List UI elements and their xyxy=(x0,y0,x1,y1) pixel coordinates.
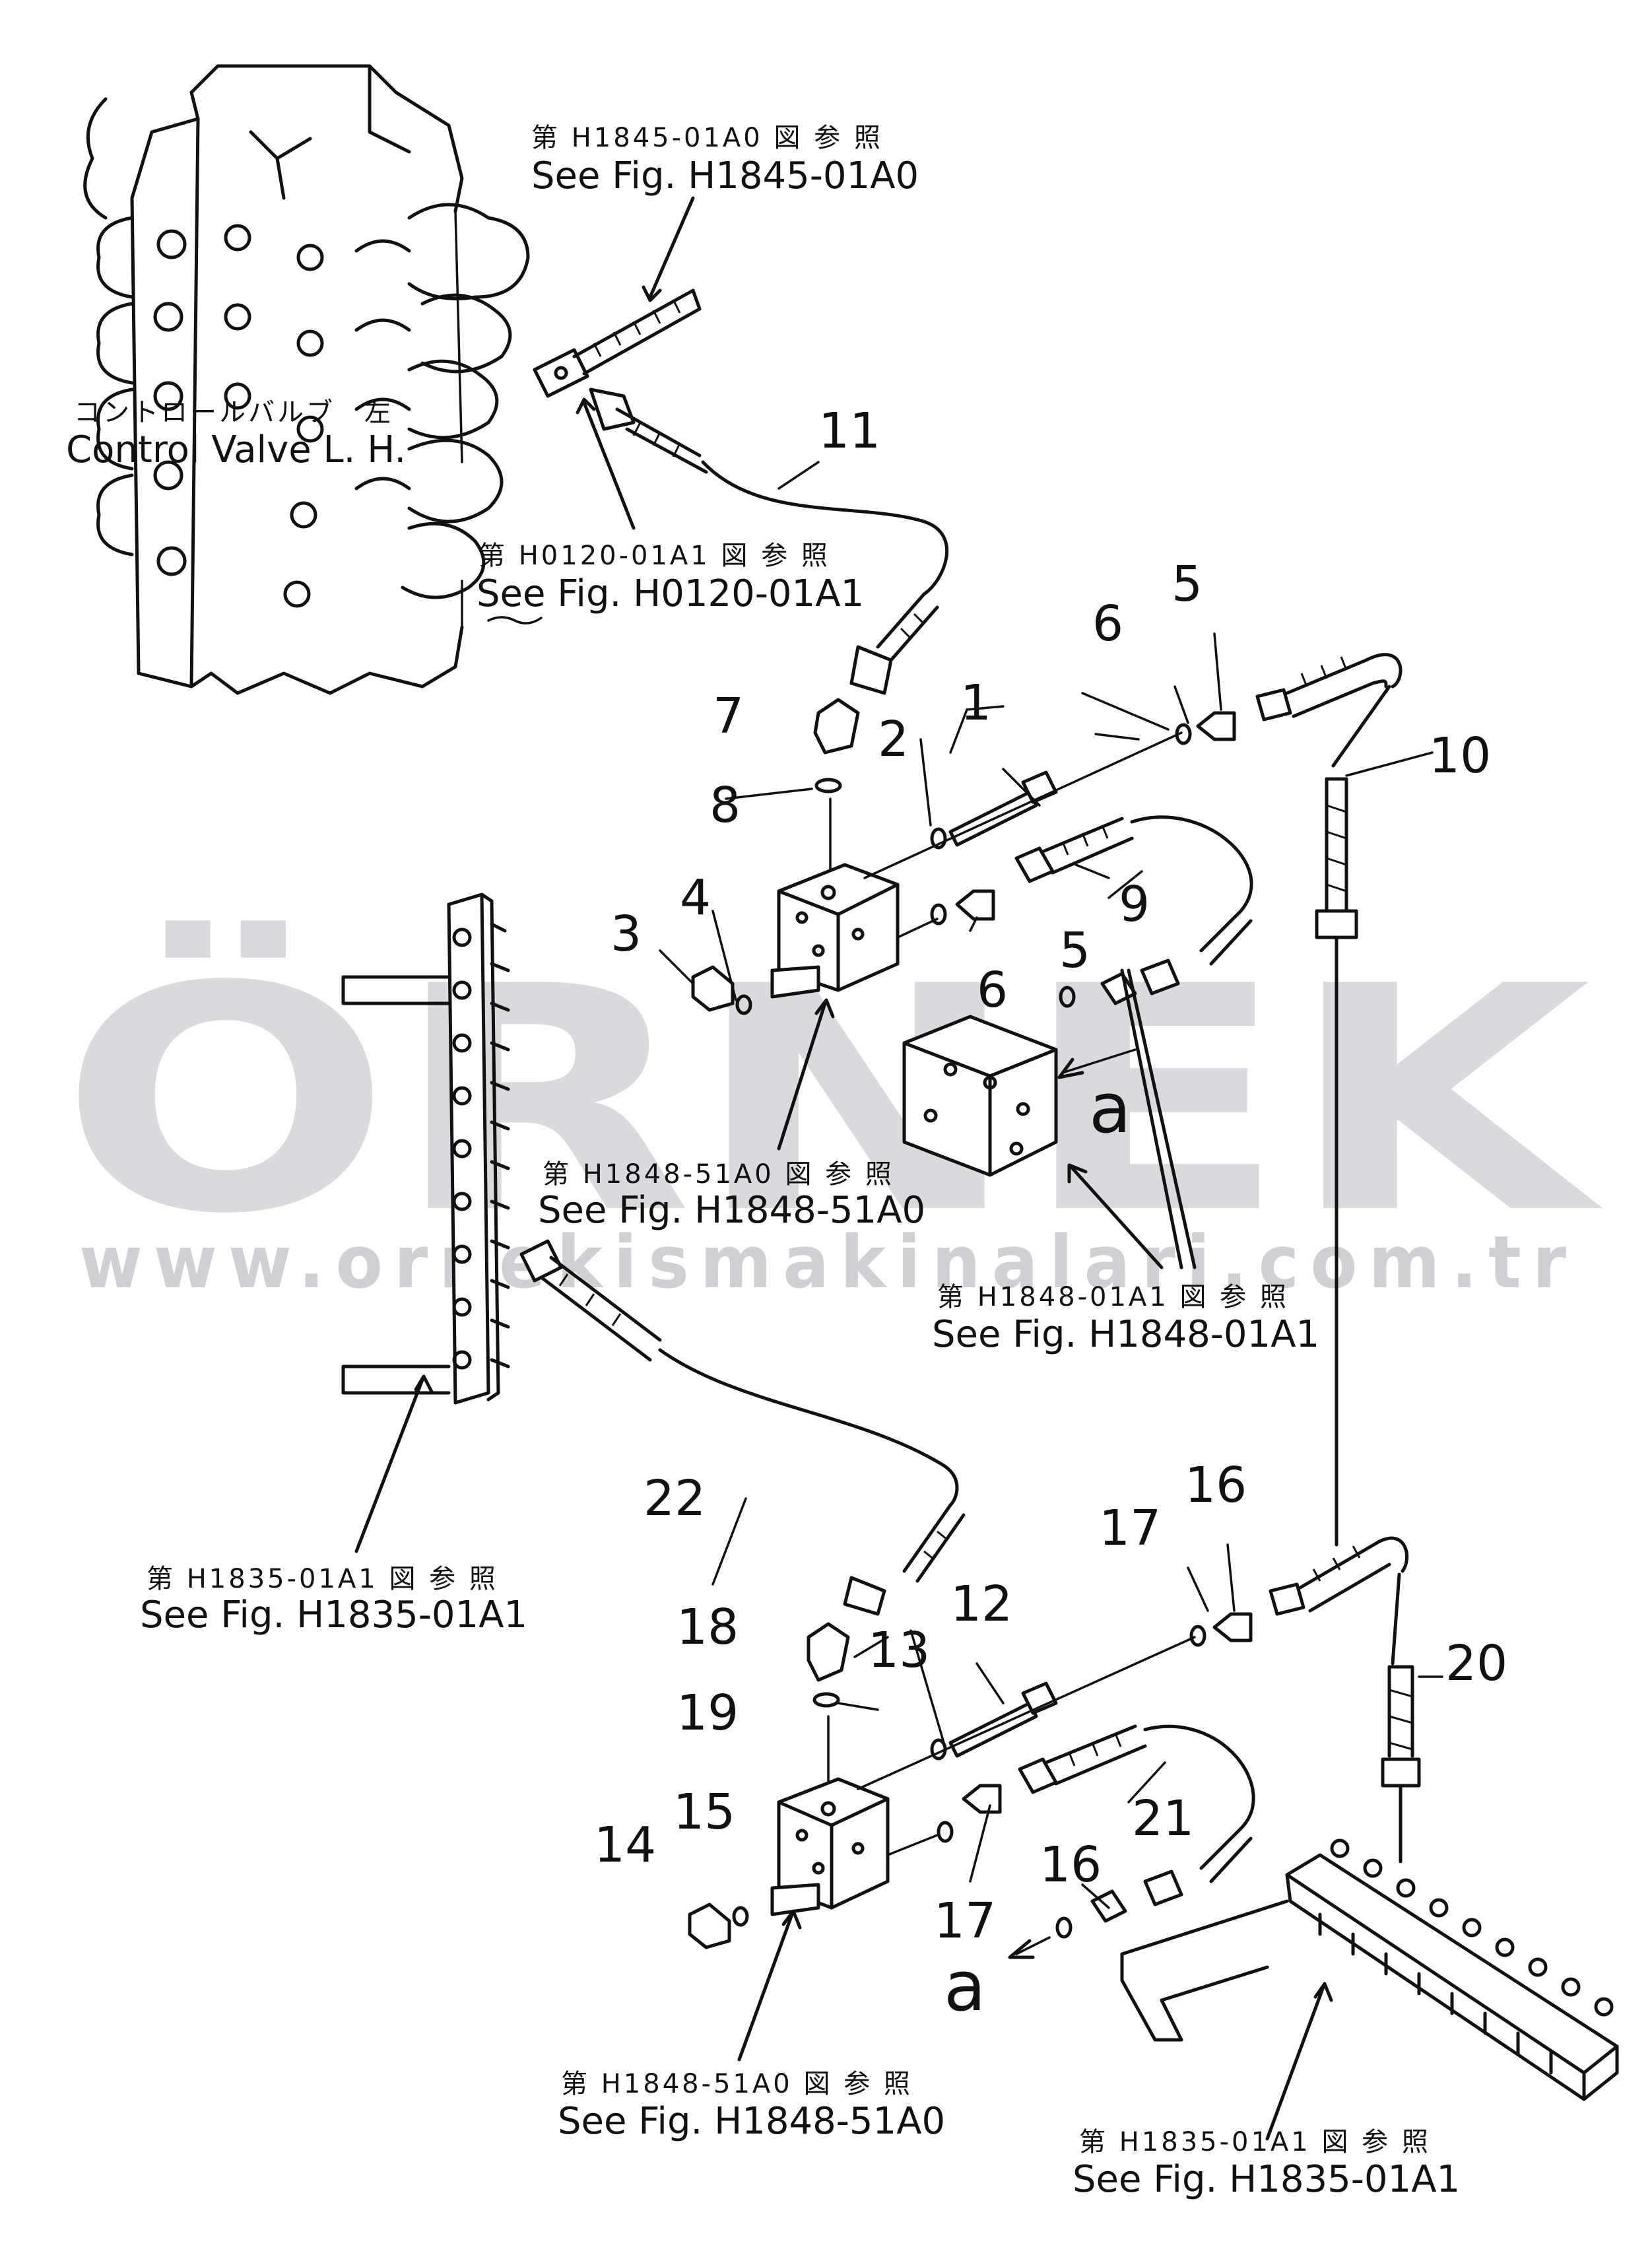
part-number-6-top: 6 xyxy=(1092,595,1123,652)
part-number-15: 15 xyxy=(673,1784,735,1840)
distribution-manifold-left xyxy=(341,893,510,1405)
part-number-17-bottom: 17 xyxy=(934,1893,996,1949)
control-valve-lh xyxy=(83,64,589,695)
ref-h1848-01-jp: 第 H1848-01A1 図 参 照 xyxy=(937,1282,1289,1312)
part-number-11: 11 xyxy=(818,403,880,459)
part-number-2: 2 xyxy=(878,711,909,768)
hose-22 xyxy=(519,1239,966,1616)
part-number-17-top: 17 xyxy=(1099,1500,1161,1557)
part-number-14: 14 xyxy=(594,1817,656,1873)
ref-h1835-left-jp: 第 H1835-01A1 図 参 照 xyxy=(147,1564,498,1594)
hose-20 xyxy=(1269,1536,1421,1864)
part-number-19: 19 xyxy=(677,1685,739,1741)
lower-block-assembly xyxy=(688,1612,1253,1949)
part-number-20: 20 xyxy=(1445,1635,1507,1692)
hose-10 xyxy=(1255,653,1403,1547)
ref-h1835-bottom-en: See Fig. H1835-01A1 xyxy=(1073,2158,1460,2201)
part-number-9: 9 xyxy=(1119,876,1150,933)
part-number-22: 22 xyxy=(644,1470,706,1527)
ref-h1848-51-top-en: See Fig. H1848-51A0 xyxy=(538,1189,925,1232)
part-number-16-bottom: 16 xyxy=(1040,1836,1102,1893)
ref-h1835-left-en: See Fig. H1835-01A1 xyxy=(140,1594,527,1636)
hose-11 xyxy=(589,387,949,695)
manifold-bottom-nipples xyxy=(1318,1838,1614,2075)
part-number-4: 4 xyxy=(680,869,711,926)
part-number-1: 1 xyxy=(960,675,991,731)
hose-upper xyxy=(572,288,702,376)
control-valve-jp: コントロールバルブ 左 xyxy=(74,397,393,428)
part-number-12: 12 xyxy=(950,1576,1012,1633)
ref-h1845-en: See Fig. H1845-01A0 xyxy=(531,154,919,197)
part-number-16-top: 16 xyxy=(1185,1457,1247,1514)
watermark-url: www.ornekismakinalari.com.tr xyxy=(79,1220,1577,1304)
ref-h1845-jp: 第 H1845-01A0 図 参 照 xyxy=(531,123,883,153)
ref-h1835-bottom-jp: 第 H1835-01A1 図 参 照 xyxy=(1079,2127,1431,2157)
part-number-3: 3 xyxy=(611,906,642,962)
ref-h0120-en: See Fig. H0120-01A1 xyxy=(477,572,864,615)
hose-21 xyxy=(1008,1724,1255,1959)
part-number-5-top: 5 xyxy=(1172,556,1203,613)
part-number-7: 7 xyxy=(713,688,744,745)
part-number-6-mid: 6 xyxy=(977,962,1008,1019)
part-number-18: 18 xyxy=(677,1599,739,1656)
control-valve-en: Control Valve L. H. xyxy=(66,428,406,471)
part-number-5-mid: 5 xyxy=(1059,922,1090,979)
part-number-8: 8 xyxy=(710,777,741,834)
leader-lines xyxy=(354,196,1443,2141)
ref-h1848-51-bottom-en: See Fig. H1848-51A0 xyxy=(558,2100,945,2143)
valve-block-a xyxy=(902,1015,1137,1177)
ref-h1848-01-en: See Fig. H1848-01A1 xyxy=(932,1313,1319,1356)
part-number-10: 10 xyxy=(1429,727,1491,784)
ref-h1848-51-bottom-jp: 第 H1848-51A0 図 参 照 xyxy=(561,2069,913,2099)
part-number-21: 21 xyxy=(1132,1790,1194,1847)
connector-label-a-bottom: a xyxy=(944,1946,986,2027)
distribution-manifold-bottom xyxy=(1120,1838,1619,2101)
ref-h0120-jp: 第 H0120-01A1 図 参 照 xyxy=(479,541,830,571)
part-number-13: 13 xyxy=(868,1622,930,1679)
ref-h1848-51-top-jp: 第 H1848-51A0 図 参 照 xyxy=(543,1159,894,1190)
manifold-left-nipples xyxy=(452,922,510,1370)
upper-block-assembly xyxy=(691,698,1236,1015)
connector-label-a-top: a xyxy=(1089,1068,1131,1149)
